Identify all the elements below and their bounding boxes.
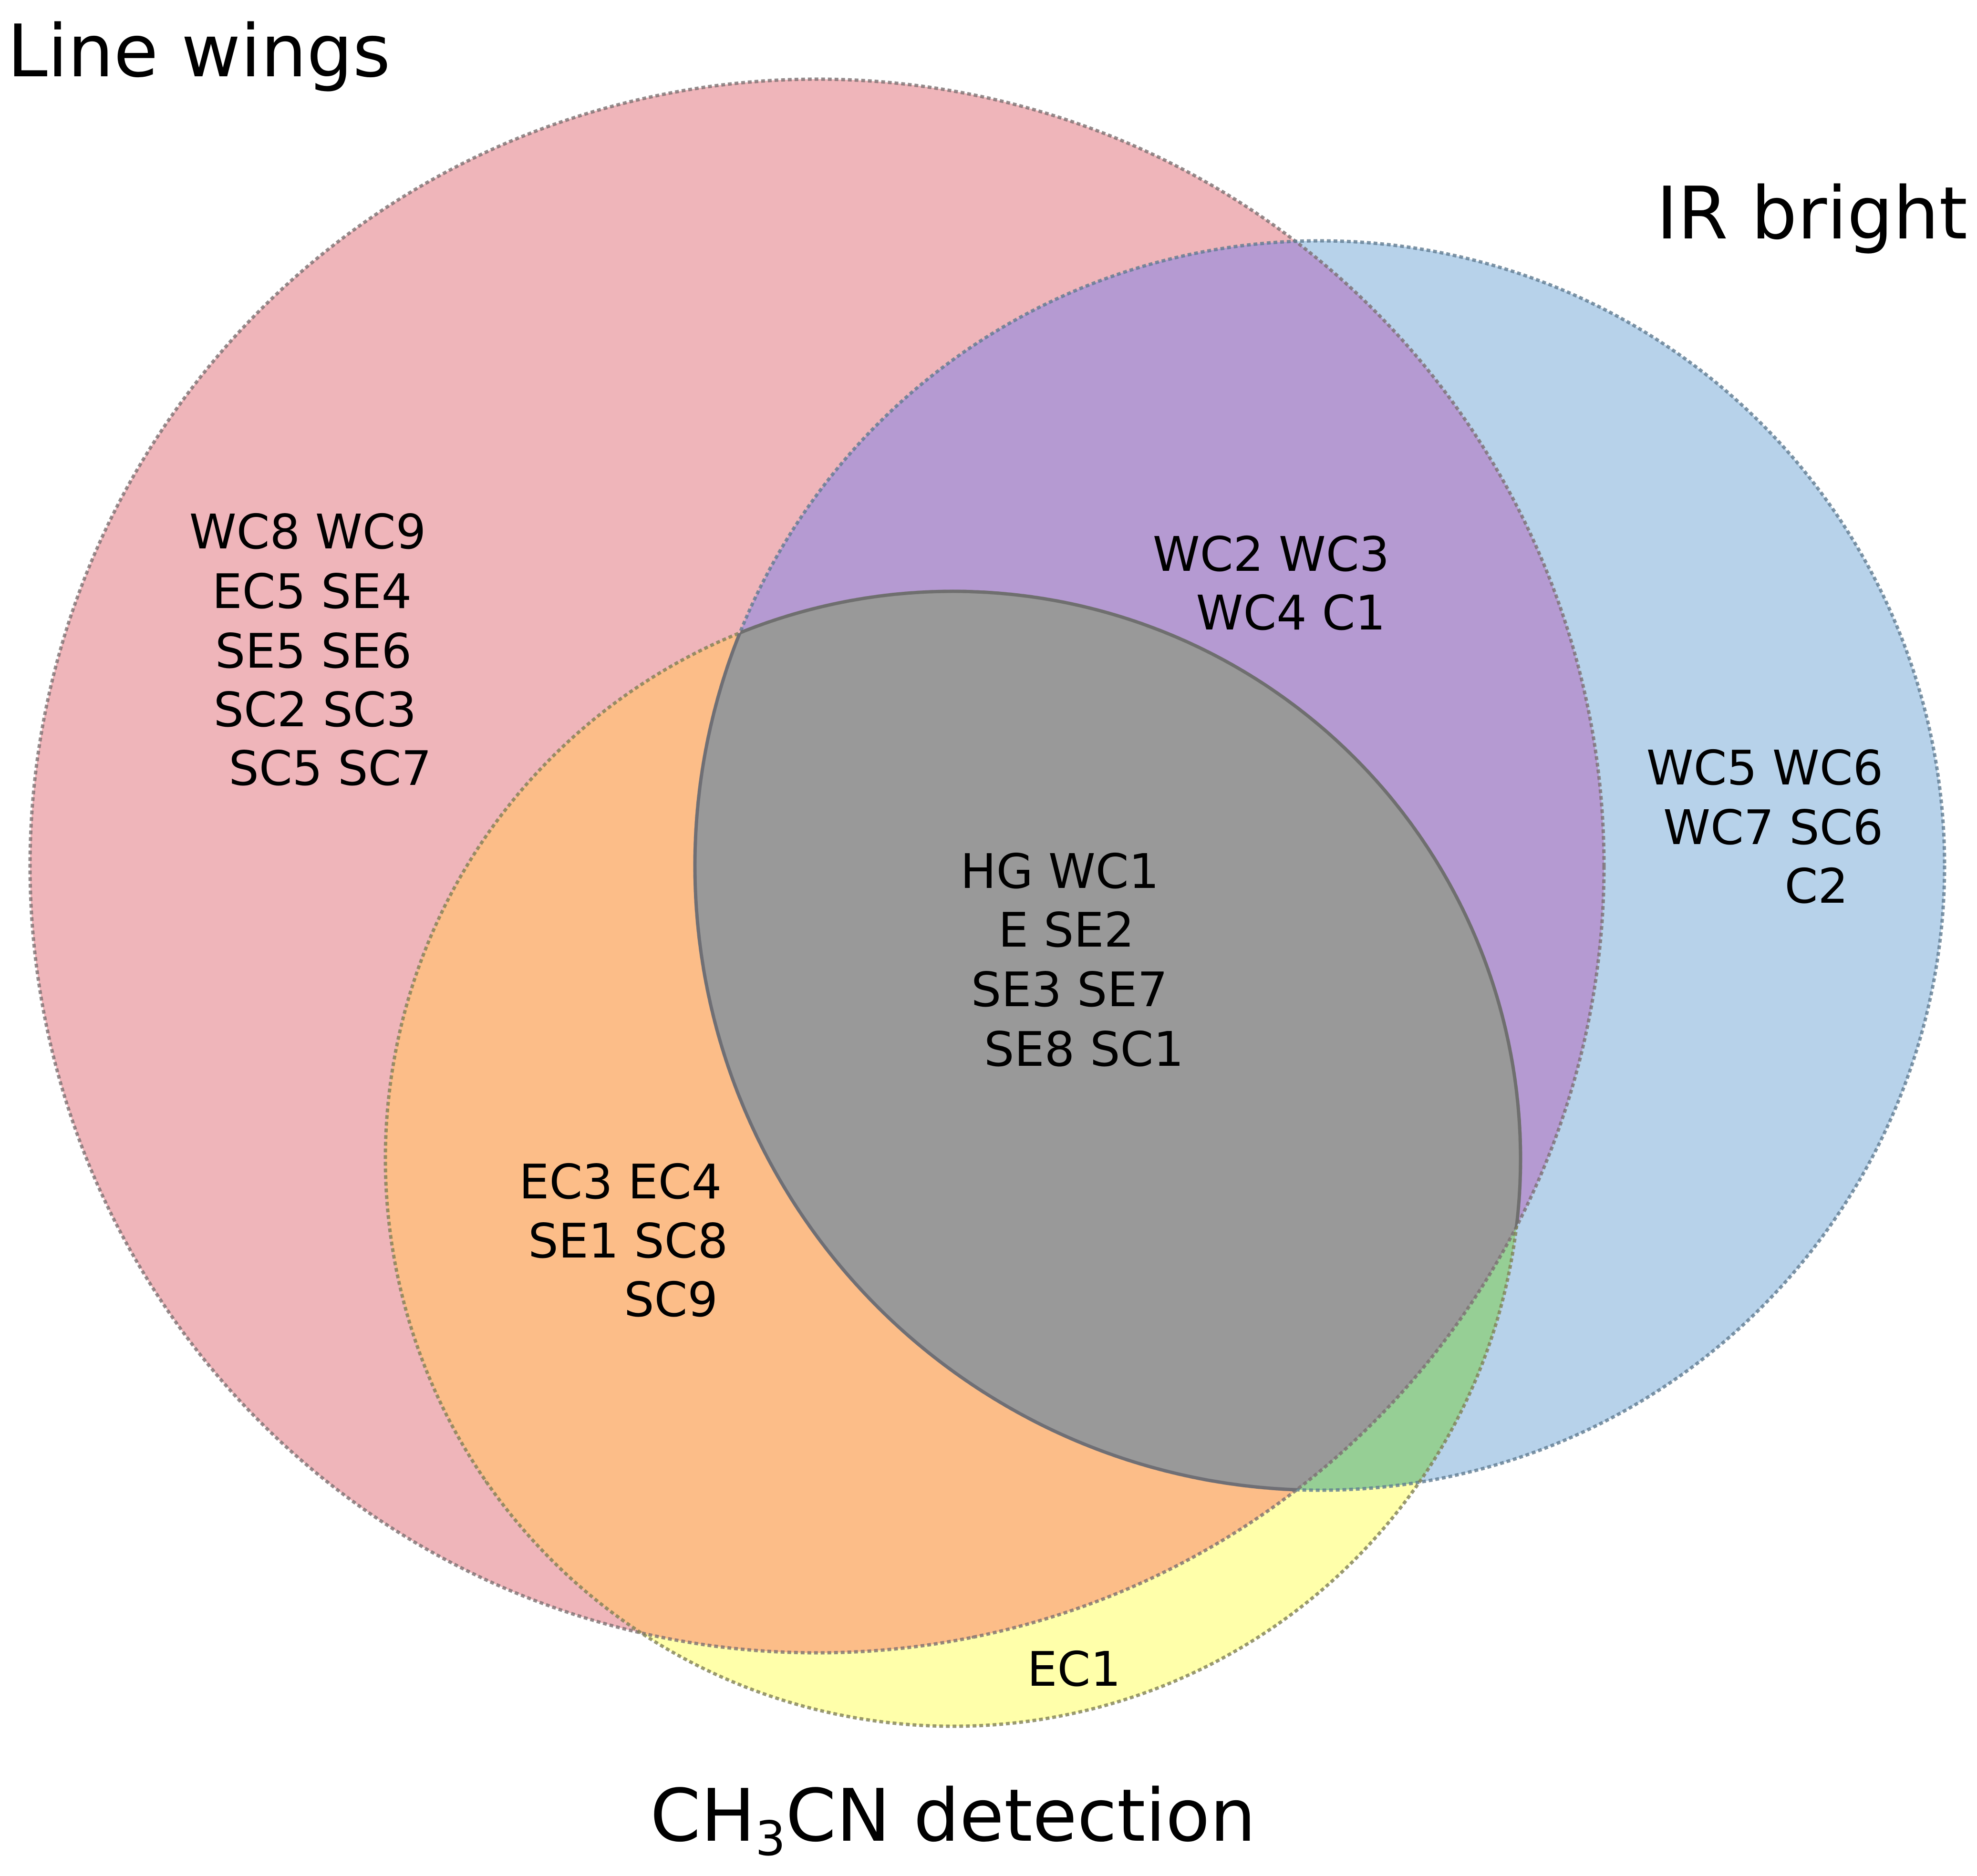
region-text-line-wings-ir: WC2 WC3 WC4 C1 bbox=[1153, 526, 1405, 641]
region-text-ir-only: WC5 WC6 WC7 SC6 C2 bbox=[1646, 740, 1898, 914]
set-label-ch3cn: CH3CN detection bbox=[650, 1773, 1256, 1866]
region-labels: WC8 WC9 EC5 SE4 SE5 SE6 SC2 SC3 SC5 SC7 … bbox=[189, 504, 1898, 1697]
set-label-ir-bright: IR bright bbox=[1656, 171, 1967, 256]
outline-line-wings bbox=[28, 77, 1606, 1655]
outline-ir-bright bbox=[693, 239, 1946, 1492]
region-all-three bbox=[695, 591, 1521, 1490]
region-text-line-wings-only: WC8 WC9 EC5 SE4 SE5 SE6 SC2 SC3 SC5 SC7 bbox=[189, 504, 441, 796]
region-text-line-wings-ch3cn: EC3 EC4 SE1 SC8 SC9 bbox=[519, 1154, 743, 1328]
region-text-ch3cn-only: EC1 bbox=[1027, 1641, 1121, 1697]
set-label-line-wings: Line wings bbox=[7, 9, 391, 93]
region-text-all-three: HG WC1 E SE2 SE3 SE7 SE8 SC1 bbox=[960, 844, 1184, 1077]
